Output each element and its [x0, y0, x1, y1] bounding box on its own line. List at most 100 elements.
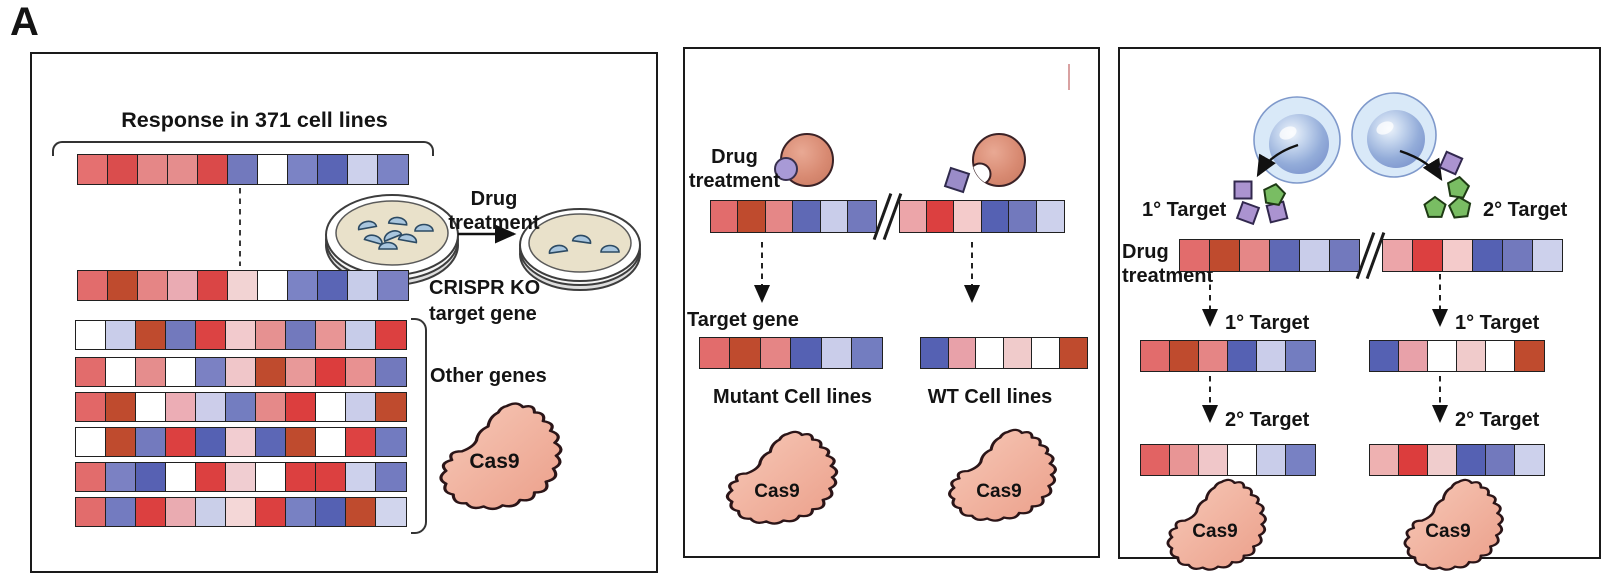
- heatmap-cell: [1256, 340, 1287, 372]
- heatmap-cell: [851, 337, 884, 369]
- heatmap-cell: [227, 270, 259, 301]
- heatmap-other-gene-row: [75, 497, 407, 527]
- heatmap-cell: [135, 392, 167, 422]
- heatmap-cell: [225, 462, 257, 492]
- secretion-arrow-right: [1399, 149, 1443, 182]
- panel-mutant-vs-wt: Drug treatment Target gene Mutant Cell l…: [683, 47, 1100, 558]
- heatmap-cell: [195, 497, 227, 527]
- heatmap-cell: [285, 320, 317, 350]
- figure-letter: A: [10, 0, 39, 44]
- heatmap-primary-left-row: [1140, 340, 1316, 372]
- cas9-label: Cas9: [976, 481, 1022, 502]
- heatmap-cell: [1398, 340, 1429, 372]
- heatmap-other-gene-row: [75, 320, 407, 350]
- heatmap-cell: [790, 337, 823, 369]
- heatmap-cell: [1035, 200, 1065, 233]
- heatmap-cell: [377, 270, 409, 301]
- heatmap-cell: [105, 462, 137, 492]
- primary-target-label: 1° Target: [1225, 312, 1310, 334]
- heatmap-cell: [375, 357, 407, 387]
- other-genes-label: Other genes: [430, 365, 547, 387]
- heatmap-cell: [1369, 444, 1400, 476]
- secondary-target-label: 2° Target: [1455, 409, 1540, 431]
- other-genes-bracket: [411, 318, 427, 534]
- heatmap-cell: [255, 462, 287, 492]
- heatmap-cell: [225, 392, 257, 422]
- heatmap-cell: [165, 392, 197, 422]
- heatmap-cell: [77, 154, 109, 185]
- heatmap-cell: [195, 392, 227, 422]
- heatmap-cell: [255, 427, 287, 457]
- heatmap-cell: [1427, 340, 1458, 372]
- heatmap-cell: [377, 154, 409, 185]
- heatmap-cell: [1485, 444, 1516, 476]
- heatmap-cell: [255, 392, 287, 422]
- cas9-label: Cas9: [1192, 521, 1238, 542]
- heatmap-cell: [285, 357, 317, 387]
- heatmap-cell: [1208, 239, 1241, 272]
- heatmap-cell: [135, 462, 167, 492]
- heatmap-cell: [317, 154, 349, 185]
- heatmap-cell: [1140, 340, 1171, 372]
- heatmap-cell: [105, 497, 137, 527]
- heatmap-cell: [345, 462, 377, 492]
- heatmap-cell: [315, 462, 347, 492]
- heatmap-cell: [197, 270, 229, 301]
- heatmap-cell: [375, 462, 407, 492]
- heatmap-cell: [345, 320, 377, 350]
- heatmap-cell: [375, 497, 407, 527]
- heatmap-cell: [1179, 239, 1211, 272]
- heatmap-cell: [759, 337, 792, 369]
- heatmap-cell: [257, 154, 289, 185]
- heatmap-cell: [920, 337, 950, 369]
- heatmap-cell: [287, 154, 319, 185]
- heatmap-other-gene-row: [75, 357, 407, 387]
- strip-break-icon: [876, 200, 899, 233]
- heatmap-cell: [285, 497, 317, 527]
- heatmap-cell: [315, 427, 347, 457]
- panel2-drug-treatment-label: Drug treatment: [688, 146, 781, 192]
- heatmap-cell: [255, 320, 287, 350]
- heatmap-cell: [1169, 340, 1200, 372]
- cell-sphere-icon: [1253, 96, 1341, 184]
- heatmap-cell: [1140, 444, 1171, 476]
- heatmap-cell: [287, 270, 319, 301]
- heatmap-cell: [1411, 239, 1444, 272]
- heatmap-cell: [105, 427, 137, 457]
- cas9-label: Cas9: [469, 450, 520, 473]
- heatmap-cell: [165, 320, 197, 350]
- heatmap-cell: [137, 154, 169, 185]
- heatmap-cell: [75, 392, 107, 422]
- secondary-probe-icon: [1263, 182, 1287, 207]
- heatmap-cell: [255, 497, 287, 527]
- heatmap-cell: [285, 462, 317, 492]
- heatmap-cell: [1169, 444, 1200, 476]
- stray-mark: [1068, 64, 1070, 90]
- heatmap-cell: [345, 357, 377, 387]
- heatmap-cell: [1471, 239, 1504, 272]
- heatmap-cell: [1328, 239, 1361, 272]
- heatmap-cell: [729, 337, 762, 369]
- panel2-drawing-layer: [725, 133, 1057, 526]
- mutant-cell-lines-label: Mutant Cell lines: [713, 386, 872, 408]
- heatmap-cell: [197, 154, 229, 185]
- heatmap-cell: [1030, 337, 1061, 369]
- heatmap-secondary-right-row: [1369, 444, 1545, 476]
- heatmap-cell: [1227, 444, 1258, 476]
- heatmap-cell: [1268, 239, 1301, 272]
- heatmap-cell: [699, 337, 731, 369]
- heatmap-cell: [847, 200, 877, 233]
- heatmap-cell: [135, 427, 167, 457]
- heatmap-cell: [225, 357, 257, 387]
- heatmap-cell: [1285, 444, 1316, 476]
- heatmap-cell: [375, 320, 407, 350]
- heatmap-cell: [195, 357, 227, 387]
- heatmap-cell: [1008, 200, 1038, 233]
- heatmap-cell: [167, 270, 199, 301]
- heatmap-cell: [1501, 239, 1534, 272]
- secretion-arrow-left: [1256, 143, 1299, 178]
- heatmap-cell: [225, 427, 257, 457]
- heatmap-cell: [137, 270, 169, 301]
- heatmap-cell: [135, 320, 167, 350]
